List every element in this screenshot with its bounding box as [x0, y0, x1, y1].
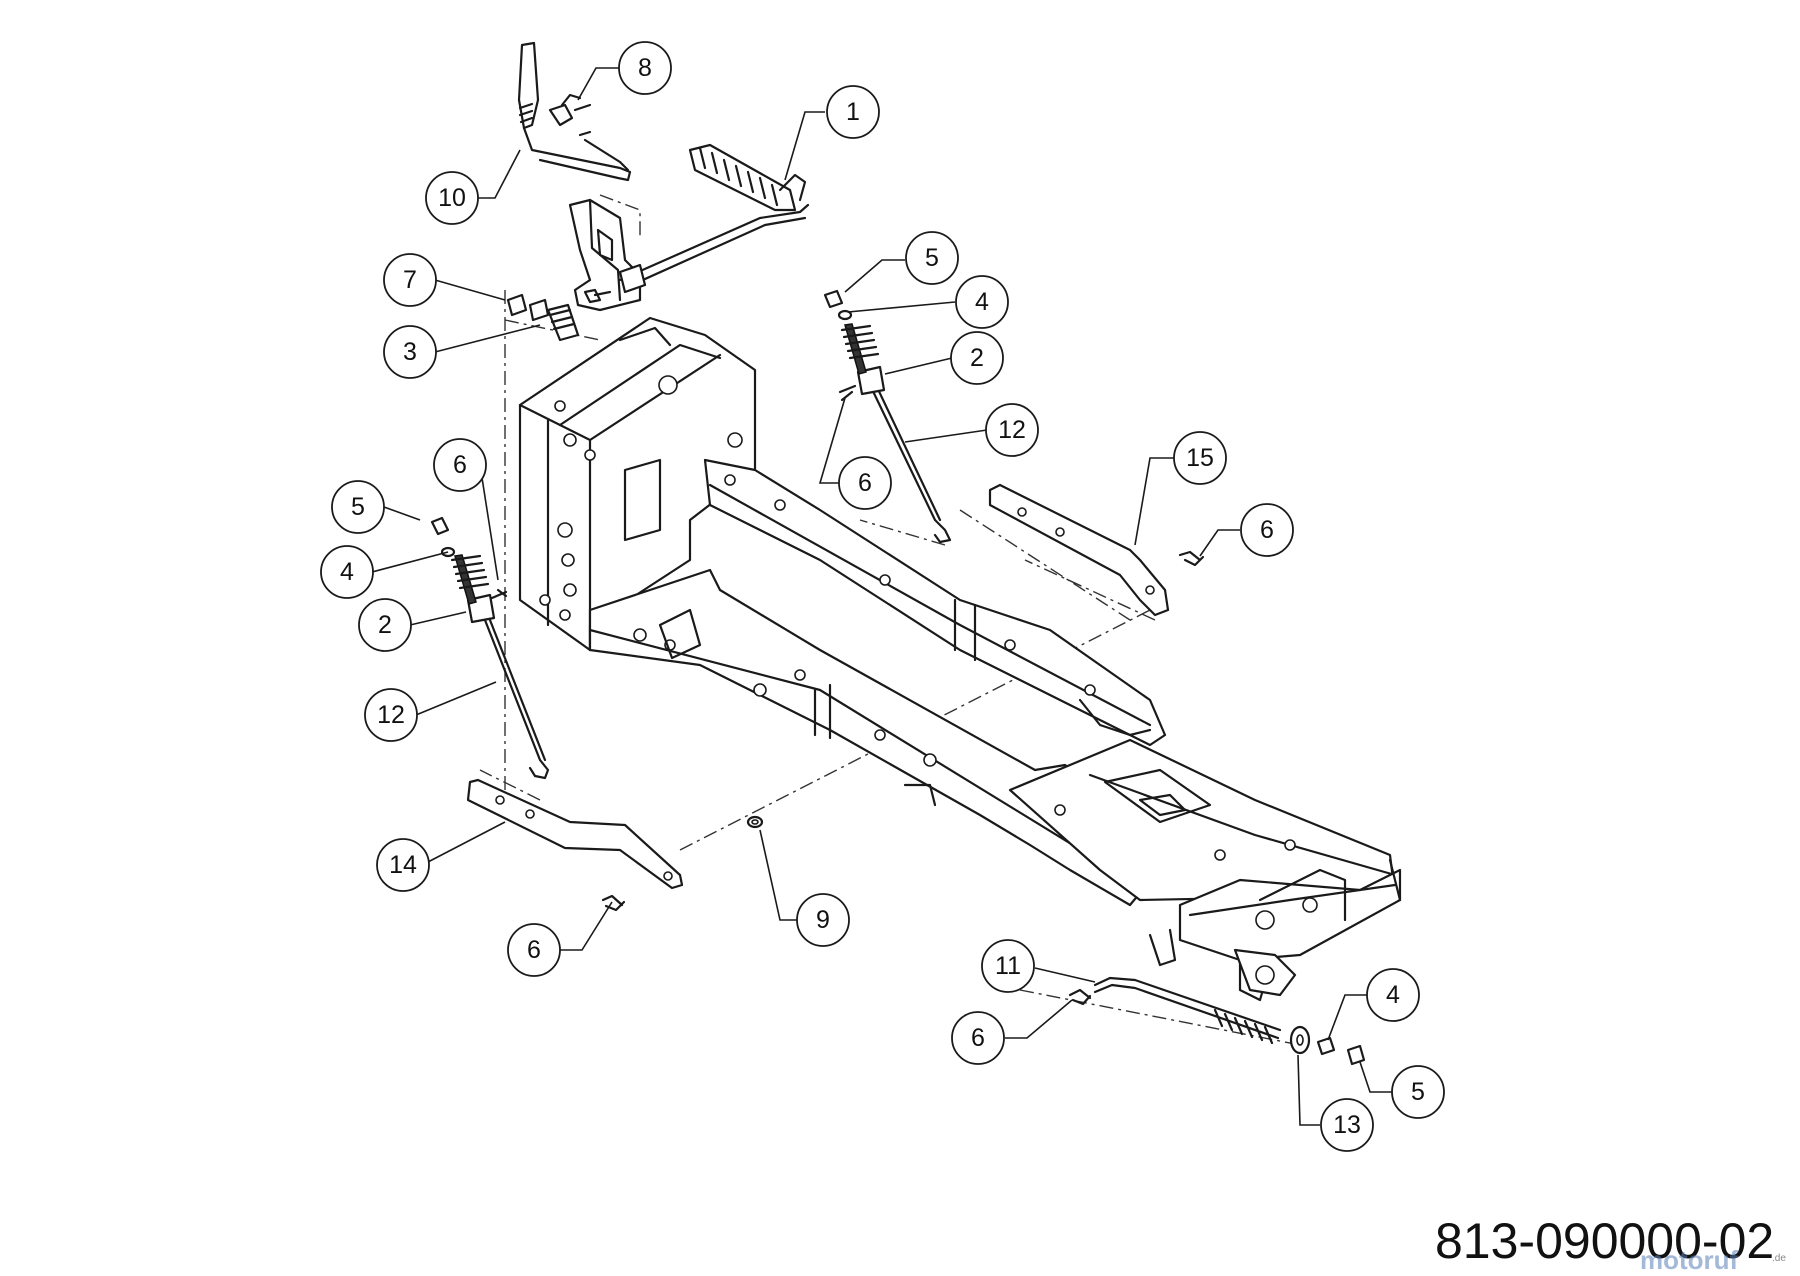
svg-text:14: 14 [389, 851, 417, 879]
callout-4-top: 4 [955, 275, 1009, 329]
lift-arm-15 [988, 483, 1170, 617]
callout-2-left: 2 [358, 598, 412, 652]
callout-9: 9 [796, 893, 850, 947]
callout-1: 1 [826, 85, 880, 139]
svg-text:12: 12 [998, 416, 1026, 444]
svg-text:2: 2 [378, 611, 392, 639]
main-frame [518, 316, 1402, 1002]
svg-text:4: 4 [975, 288, 989, 316]
callout-6-top: 6 [838, 456, 892, 510]
svg-text:4: 4 [340, 558, 354, 586]
pedal-assembly [506, 41, 810, 342]
leaders [371, 67, 1392, 1126]
svg-text:12: 12 [377, 701, 405, 729]
callout-12-top: 12 [985, 403, 1039, 457]
svg-text:6: 6 [453, 451, 467, 479]
callout-6-right: 6 [1240, 503, 1294, 557]
svg-text:4: 4 [1386, 981, 1400, 1009]
callout-13: 13 [1320, 1098, 1374, 1152]
svg-text:15: 15 [1186, 444, 1214, 472]
svg-text:6: 6 [1260, 516, 1274, 544]
svg-text:10: 10 [438, 184, 466, 212]
svg-text:5: 5 [1411, 1078, 1425, 1106]
callout-10: 10 [425, 171, 479, 225]
callout-6-bottom-left: 6 [507, 923, 561, 977]
callout-4-left: 4 [320, 545, 374, 599]
callout-5-top: 5 [905, 231, 959, 285]
svg-text:2: 2 [970, 344, 984, 372]
lift-arm-14 [466, 778, 684, 890]
cotter-pin [1178, 550, 1205, 567]
callout-6-left: 6 [433, 438, 487, 492]
lift-link-near [430, 516, 550, 780]
callout-8: 8 [618, 41, 672, 95]
svg-text:13: 13 [1333, 1111, 1361, 1139]
callout-6-bottom: 6 [951, 1011, 1005, 1065]
callout-11: 11 [981, 939, 1035, 993]
callout-3: 3 [383, 325, 437, 379]
callout-5-bottom: 5 [1391, 1065, 1445, 1119]
hardware [601, 550, 1205, 1006]
svg-text:9: 9 [816, 906, 830, 934]
callout-14: 14 [376, 838, 430, 892]
svg-text:5: 5 [351, 493, 365, 521]
svg-text:6: 6 [858, 469, 872, 497]
callout-5-left: 5 [331, 480, 385, 534]
callout-12-left: 12 [364, 688, 418, 742]
callouts: 1 8 10 7 3 5 4 2 12 6 15 6 6 5 4 2 12 14… [320, 41, 1445, 1152]
svg-text:6: 6 [971, 1024, 985, 1052]
svg-text:6: 6 [527, 936, 541, 964]
svg-text:3: 3 [403, 338, 417, 366]
svg-text:11: 11 [995, 952, 1021, 980]
svg-text:8: 8 [638, 54, 652, 82]
rear-rod-assembly [1093, 976, 1366, 1066]
lift-link-far [823, 289, 952, 544]
svg-text:1: 1 [846, 98, 860, 126]
callout-4-bottom: 4 [1366, 968, 1420, 1022]
watermark-logo: motoruf [1640, 1245, 1739, 1275]
watermark-tld: .de [1772, 1253, 1786, 1264]
svg-text:5: 5 [925, 244, 939, 272]
drawing-number: 813-090000-02 [1435, 1213, 1775, 1269]
svg-text:7: 7 [403, 266, 417, 294]
callout-2-top: 2 [950, 331, 1004, 385]
callout-7: 7 [383, 253, 437, 307]
callout-15: 15 [1173, 431, 1227, 485]
